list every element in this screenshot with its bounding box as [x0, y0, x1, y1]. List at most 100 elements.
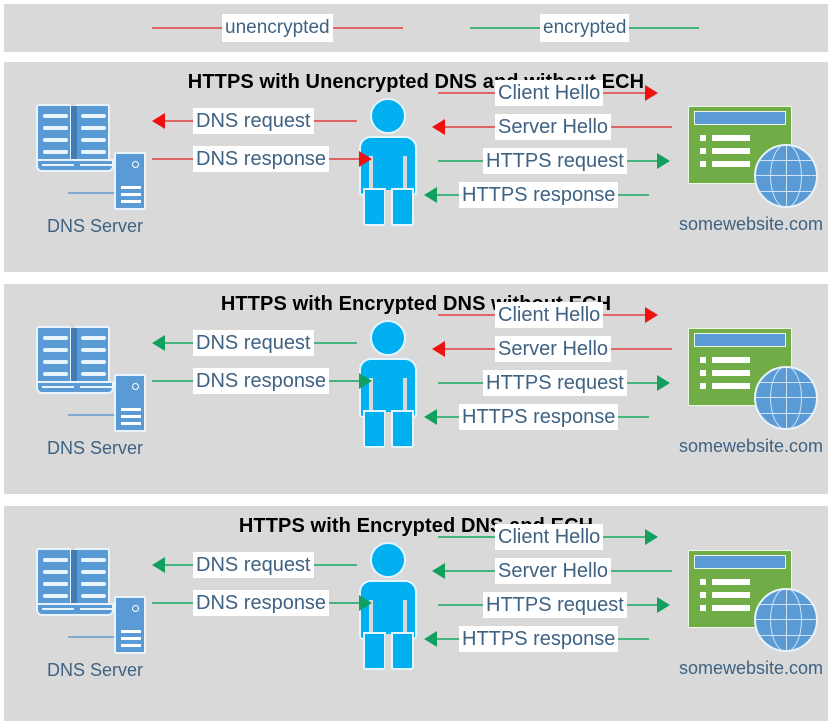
server-rack-icon: [114, 596, 146, 654]
server-indicator-icon: [132, 605, 139, 612]
flow-label: DNS request: [193, 108, 314, 134]
person-leg-gap: [385, 412, 391, 448]
browser-title-bar: [694, 111, 786, 125]
arrowhead-left-icon: [424, 631, 437, 647]
flow-right-2: HTTPS request: [438, 370, 670, 396]
flow-label: DNS response: [193, 368, 330, 394]
flow-line: [603, 536, 646, 538]
globe-equator: [756, 619, 816, 620]
book-text-line: [81, 372, 106, 376]
panel-title: HTTPS with Unencrypted DNS and without E…: [187, 71, 645, 93]
flow-line: [445, 348, 495, 350]
arrowhead-left-icon: [152, 113, 165, 129]
arrowhead-left-icon: [152, 335, 165, 351]
flow-line: [626, 160, 657, 162]
book-text-line: [81, 594, 106, 598]
arrowhead-left-icon: [424, 187, 437, 203]
arrowhead-right-icon: [645, 529, 659, 545]
flow-label: Client Hello: [495, 80, 604, 106]
flow-right-3: HTTPS response: [424, 404, 650, 430]
flow-label: Client Hello: [495, 302, 604, 328]
flow-line: [437, 638, 459, 640]
flow-label: DNS request: [193, 552, 314, 578]
person-leg-gap: [385, 634, 391, 670]
globe-meridian-outer: [770, 590, 802, 650]
arrowhead-right-icon: [359, 595, 373, 611]
flow-line: [603, 92, 646, 94]
person-head-icon: [370, 320, 406, 356]
flow-line: [611, 126, 673, 128]
flow-right-0: Client Hello: [438, 524, 659, 550]
book-base-line-right: [80, 386, 112, 388]
flow-line: [313, 342, 357, 344]
server-connector-line: [68, 636, 116, 638]
arrowhead-left-icon: [432, 341, 445, 357]
browser-bullet-icon: [700, 605, 706, 611]
book-text-line: [43, 114, 68, 118]
book-text-line: [43, 360, 68, 364]
legend-item-unencrypted: unencrypted: [152, 4, 403, 52]
server-slot-line: [121, 644, 141, 647]
flow-label: Server Hello: [495, 336, 612, 362]
server-rack-icon: [114, 374, 146, 432]
legend-line-encrypted: [470, 27, 540, 29]
server-slot-line: [121, 415, 141, 418]
browser-content-line: [712, 148, 750, 154]
flow-line: [626, 604, 657, 606]
flow-right-0: Client Hello: [438, 302, 659, 328]
book-base-line-right: [80, 608, 112, 610]
arrowhead-left-icon: [432, 563, 445, 579]
flow-line: [165, 564, 193, 566]
flow-line: [329, 158, 360, 160]
server-indicator-icon: [132, 383, 139, 390]
book-base-line-left: [42, 608, 74, 610]
book-text-line: [81, 348, 106, 352]
flow-right-1: Server Hello: [432, 336, 673, 362]
server-slot-line: [121, 408, 141, 411]
flow-label: Server Hello: [495, 558, 612, 584]
globe-parallel-bottom: [756, 191, 816, 192]
person-leg-left-icon: [363, 188, 386, 226]
server-slot-line: [121, 200, 141, 203]
book-half-l: [36, 104, 72, 162]
flow-left-0: DNS request: [152, 108, 357, 134]
flow-line: [603, 314, 646, 316]
flow-right-2: HTTPS request: [438, 592, 670, 618]
panel-title: HTTPS with Encrypted DNS and ECH: [238, 515, 594, 537]
flow-label: Client Hello: [495, 524, 604, 550]
globe-icon: [754, 366, 818, 430]
flow-line: [329, 602, 360, 604]
flow-right-1: Server Hello: [432, 114, 673, 140]
globe-meridian-outer: [770, 368, 802, 428]
book-half-r: [74, 548, 110, 606]
flow-label: DNS response: [193, 590, 330, 616]
dns-server-node: DNS Server: [30, 326, 160, 476]
book-text-line: [81, 558, 106, 562]
browser-bullet-icon: [700, 161, 706, 167]
person-leg-right-icon: [391, 410, 414, 448]
server-slot-line: [121, 637, 141, 640]
flow-right-2: HTTPS request: [438, 148, 670, 174]
arrowhead-right-icon: [645, 85, 659, 101]
book-text-line: [81, 336, 106, 340]
flow-line: [152, 380, 193, 382]
flow-line: [152, 158, 193, 160]
browser-bullet-icon: [700, 579, 706, 585]
dns-server-label: DNS Server: [46, 438, 144, 458]
website-node: somewebsite.com: [676, 102, 826, 252]
legend-line-encrypted-right: [629, 27, 700, 29]
browser-bullet-icon: [700, 357, 706, 363]
flow-label: HTTPS request: [483, 592, 627, 618]
book-text-line: [43, 138, 68, 142]
browser-content-line: [712, 592, 750, 598]
flow-label: DNS response: [193, 146, 330, 172]
arrowhead-right-icon: [359, 373, 373, 389]
book-text-line: [81, 138, 106, 142]
book-icon: [36, 104, 114, 172]
arrowhead-right-icon: [645, 307, 659, 323]
arrowhead-right-icon: [656, 153, 670, 169]
flow-label: DNS request: [193, 330, 314, 356]
person-leg-left-icon: [363, 410, 386, 448]
